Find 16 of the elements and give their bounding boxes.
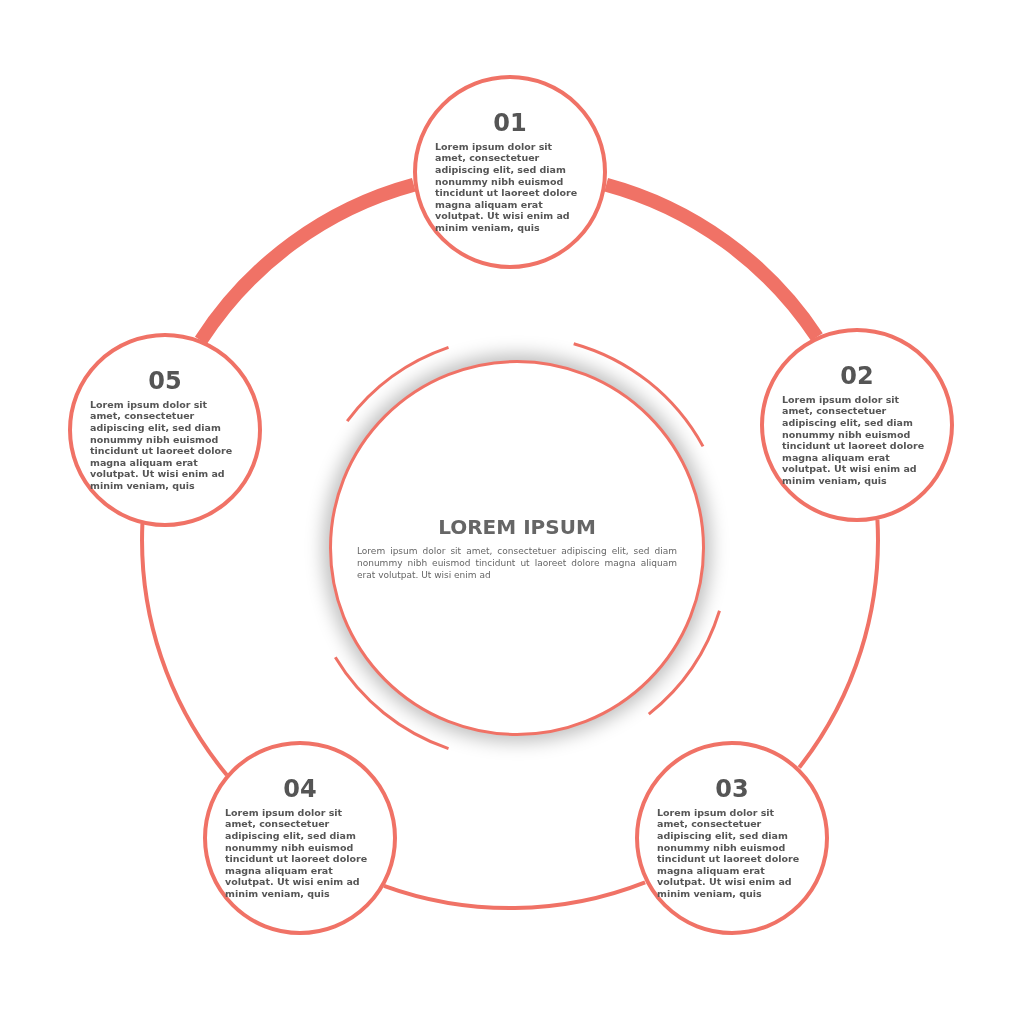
step-description: Lorem ipsum dolor sit amet, consectetuer adipiscing elit, sed diam nonummy nibh euismod tincidunt ut laoreet dolore magna aliquam erat volutpat. Ut wisi enim ad minim veniam, quis bbox=[435, 140, 579, 234]
ring-arc bbox=[383, 880, 646, 910]
step-description: Lorem ipsum dolor sit amet, consectetuer adipiscing elit, sed diam nonummy nibh euismod tincidunt ut laoreet dolore magna aliquam erat volutpat. Ut wisi enim ad minim veniam, quis bbox=[90, 398, 234, 492]
ring-arc bbox=[140, 523, 229, 777]
center-title: LOREM IPSUM bbox=[438, 514, 596, 539]
ring-arc bbox=[797, 519, 880, 769]
step-description: Lorem ipsum dolor sit amet, consectetuer adipiscing elit, sed diam nonummy nibh euismod tincidunt ut laoreet dolore magna aliquam erat volutpat. Ut wisi enim ad minim veniam, quis bbox=[657, 806, 801, 900]
step-description: Lorem ipsum dolor sit amet, consectetuer adipiscing elit, sed diam nonummy nibh euismod tincidunt ut laoreet dolore magna aliquam erat volutpat. Ut wisi enim ad minim veniam, quis bbox=[225, 806, 369, 900]
step-number: 01 bbox=[493, 110, 527, 137]
step-number: 04 bbox=[283, 776, 317, 803]
center-description: Lorem ipsum dolor sit amet, consectetuer adipiscing elit, sed diam nonummy nibh euismod tincidunt ut laoreet dolore magna aliquam erat volutpat. Ut wisi enim ad bbox=[357, 544, 677, 582]
ring-arc bbox=[195, 178, 417, 345]
step-number: 02 bbox=[840, 363, 874, 390]
step-number: 03 bbox=[715, 776, 749, 803]
step-description: Lorem ipsum dolor sit amet, consectetuer adipiscing elit, sed diam nonummy nibh euismod tincidunt ut laoreet dolore magna aliquam erat volutpat. Ut wisi enim ad minim veniam, quis bbox=[782, 393, 926, 487]
step-number: 05 bbox=[148, 368, 182, 395]
